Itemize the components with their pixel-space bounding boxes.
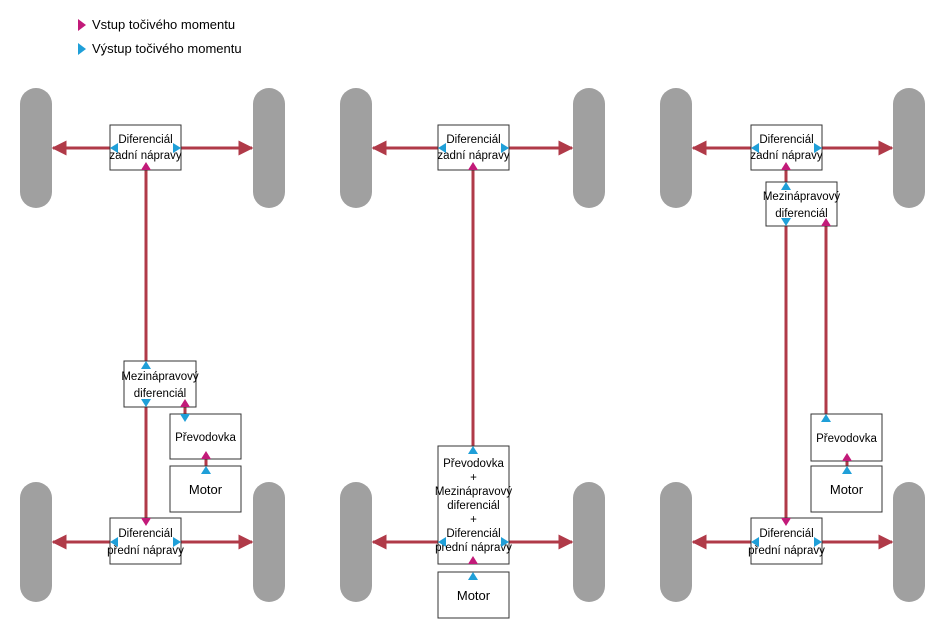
wheel-icon: [20, 88, 52, 208]
front-diff-label-line1: Diferenciál: [759, 528, 813, 540]
torque-output-marker: [842, 466, 852, 474]
diagram-1: Diferenciál zadní nápravy Mezinápravový …: [107, 124, 242, 565]
wheels: [20, 88, 925, 602]
rear-diff-label-line1: Diferenciál: [446, 134, 500, 146]
wheel-icon: [340, 88, 372, 208]
torque-output-marker: [821, 414, 831, 422]
torque-output-marker: [468, 446, 478, 454]
center-diff-label-line2: diferenciál: [775, 208, 827, 220]
legend: Vstup točivého momentu Výstup točivého m…: [78, 17, 242, 56]
motor-label: Motor: [457, 588, 491, 603]
torque-input-marker: [141, 518, 151, 526]
front-differential-box: Diferenciál přední nápravy: [107, 517, 184, 565]
wheel-icon: [253, 482, 285, 602]
torque-output-marker: [501, 537, 509, 547]
wheel-icon: [20, 482, 52, 602]
wheel-icon: [573, 482, 605, 602]
rear-differential-box: Diferenciál zadní nápravy: [750, 124, 823, 171]
combined-label-line2: +: [470, 472, 477, 484]
torque-output-marker: [173, 143, 181, 153]
diagram-3: Diferenciál zadní nápravy Mezinápravový …: [748, 124, 883, 565]
front-differential-box: Diferenciál přední nápravy: [748, 517, 825, 565]
rear-diff-label-line2: zadní nápravy: [109, 150, 181, 162]
torque-output-marker: [814, 143, 822, 153]
torque-input-marker: [201, 451, 211, 459]
combined-label-line7: přední nápravy: [435, 542, 512, 554]
wheel-icon: [893, 482, 925, 602]
motor-label: Motor: [830, 482, 864, 497]
torque-input-marker: [468, 162, 478, 170]
center-diff-label-line1: Mezinápravový: [763, 191, 841, 203]
torque-output-marker: [173, 537, 181, 547]
rear-diff-label-line2: zadní nápravy: [750, 150, 822, 162]
wheel-icon: [893, 88, 925, 208]
center-diff-label-line1: Mezinápravový: [121, 371, 199, 383]
torque-output-marker: [110, 143, 118, 153]
torque-input-marker: [781, 518, 791, 526]
torque-output-marker: [141, 361, 151, 369]
torque-markers: [110, 143, 852, 580]
combined-label-line1: Převodovka: [443, 458, 504, 470]
front-diff-label-line1: Diferenciál: [118, 528, 172, 540]
wheel-icon: [660, 482, 692, 602]
combined-label-line5: +: [470, 514, 477, 526]
combined-label-line6: Diferenciál: [446, 528, 500, 540]
combined-label-line4: diferenciál: [447, 500, 499, 512]
legend-input-label: Vstup točivého momentu: [92, 17, 235, 32]
torque-output-marker: [751, 537, 759, 547]
torque-output-marker: [781, 218, 791, 226]
output-marker-icon: [78, 43, 86, 55]
combined-label-line3: Mezinápravový: [435, 486, 513, 498]
torque-output-marker: [141, 399, 151, 407]
center-differential-box: Mezinápravový diferenciál: [121, 360, 199, 408]
wheel-icon: [573, 88, 605, 208]
rear-differential-box: Diferenciál zadní nápravy: [109, 124, 182, 171]
motor-label: Motor: [189, 482, 223, 497]
torque-output-marker: [438, 143, 446, 153]
legend-output-label: Výstup točivého momentu: [92, 41, 242, 56]
rear-diff-label-line1: Diferenciál: [118, 134, 172, 146]
front-diff-label-line2: přední nápravy: [748, 545, 825, 557]
torque-output-marker: [201, 466, 211, 474]
torque-output-marker: [180, 414, 190, 422]
torque-output-marker: [468, 572, 478, 580]
torque-output-marker: [501, 143, 509, 153]
front-diff-label-line2: přední nápravy: [107, 545, 184, 557]
torque-input-marker: [842, 453, 852, 461]
torque-input-marker: [468, 556, 478, 564]
wheel-icon: [253, 88, 285, 208]
torque-input-marker: [141, 162, 151, 170]
torque-output-marker: [751, 143, 759, 153]
wheel-icon: [660, 88, 692, 208]
shafts: [51, 140, 894, 550]
gearbox-box: Převodovka: [169, 413, 242, 460]
gearbox-label: Převodovka: [816, 433, 877, 445]
center-diff-label-line2: diferenciál: [134, 388, 186, 400]
gearbox-label: Převodovka: [175, 432, 236, 444]
torque-output-marker: [438, 537, 446, 547]
torque-output-marker: [814, 537, 822, 547]
rear-diff-label-line2: zadní nápravy: [437, 150, 509, 162]
torque-output-marker: [781, 182, 791, 190]
input-marker-icon: [78, 19, 86, 31]
torque-input-marker: [821, 218, 831, 226]
combined-unit-box: Převodovka + Mezinápravový diferenciál +…: [435, 445, 513, 565]
motor-box: Motor: [810, 465, 883, 513]
center-differential-box: Mezinápravový diferenciál: [763, 181, 841, 227]
torque-input-marker: [781, 162, 791, 170]
torque-output-marker: [110, 537, 118, 547]
torque-input-marker: [180, 399, 190, 407]
wheel-icon: [340, 482, 372, 602]
rear-diff-label-line1: Diferenciál: [759, 134, 813, 146]
